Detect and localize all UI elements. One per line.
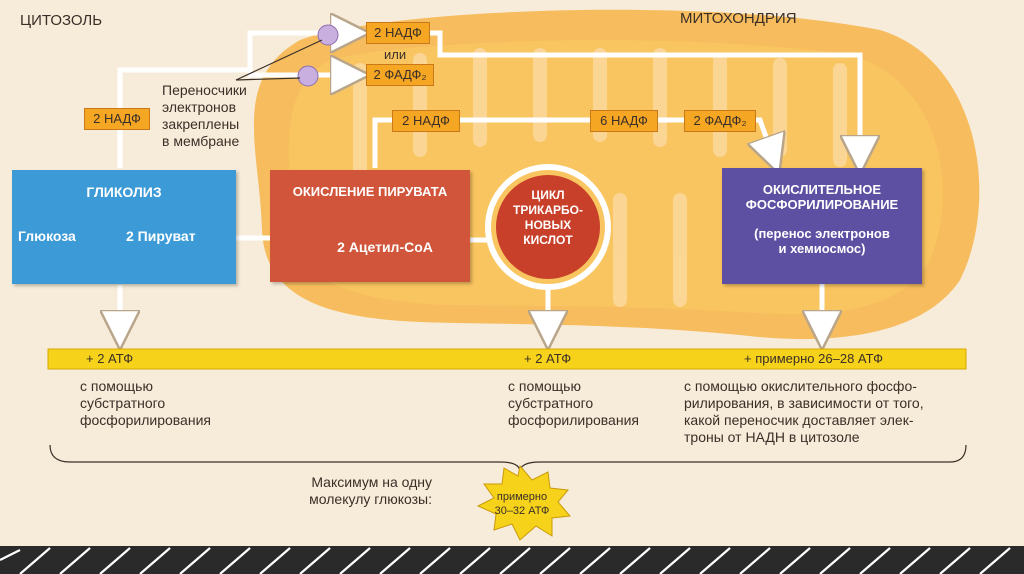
carrier-fadh-mid: 2 ФАДФ₂ <box>684 110 756 132</box>
carrier-nadh-left: 2 НАДФ <box>84 108 150 130</box>
atp-right: + примерно 26–28 АТФ <box>744 351 883 366</box>
summary-line: молекулу глюкозы: <box>309 491 432 507</box>
krebs-cycle-circle <box>496 175 600 279</box>
note-line: троны от НАДН в цитозоле <box>684 429 860 445</box>
carrier-nadh-mid: 2 НАДФ <box>392 110 460 132</box>
carrier-circle-top <box>317 24 339 46</box>
oxphos-title-2: ФОСФОРИЛИРОВАНИЕ <box>745 197 899 212</box>
note-line: фосфорилирования <box>80 412 211 428</box>
atp-left: + 2 АТФ <box>86 351 134 366</box>
carriers-note-line: закреплены <box>162 116 240 132</box>
carrier-fadh-top: 2 ФАДФ₂ <box>366 64 434 86</box>
bottom-border <box>0 546 1024 574</box>
note-line: с помощью <box>508 378 581 394</box>
krebs-line: КИСЛОТ <box>523 233 573 247</box>
krebs-cycle-text: ЦИКЛ ТРИКАРБО- НОВЫХ КИСЛОТ <box>500 188 596 248</box>
oxphos-box: ОКИСЛИТЕЛЬНОЕ ФОСФОРИЛИРОВАНИЕ (перенос … <box>722 168 922 284</box>
atp-bar <box>47 348 967 370</box>
krebs-line: НОВЫХ <box>524 218 572 232</box>
krebs-line: ЦИКЛ <box>531 188 565 202</box>
atp-starburst <box>476 464 571 541</box>
glycolysis-title: ГЛИКОЛИЗ <box>86 184 162 200</box>
krebs-line: ТРИКАРБО- <box>513 203 583 217</box>
carriers-note-line: электронов <box>162 99 237 115</box>
carriers-note: Переносчики электронов закреплены в мемб… <box>162 82 247 150</box>
pyruvate-oxidation-title: ОКИСЛЕНИЕ ПИРУВАТА <box>292 184 448 199</box>
oxphos-sub-1: (перенос электронов <box>754 226 890 241</box>
note-line: субстратного <box>80 395 166 411</box>
note-line: рилирования, в зависимости от того, <box>684 395 924 411</box>
bottom-hatch <box>0 547 1011 574</box>
carrier-6nadh: 6 НАДФ <box>590 110 658 132</box>
note-right: с помощью окислительного фосфо- рилирова… <box>684 378 924 446</box>
acetyl-coa-label: 2 Ацетил-СоА <box>337 239 433 255</box>
carrier-pointer-lines <box>235 39 323 81</box>
summary-label: Максимум на одну молекулу глюкозы: <box>296 474 432 508</box>
note-middle: с помощью субстратного фосфорилирования <box>508 378 639 429</box>
mitochondria-label: МИТОХОНДРИЯ <box>680 10 797 27</box>
pyruvate-oxidation-box: ОКИСЛЕНИЕ ПИРУВАТА 2 Ацетил-СоА <box>270 170 470 282</box>
carrier-circle-bottom <box>297 65 319 87</box>
or-label: или <box>384 47 407 62</box>
carriers-note-line: Переносчики <box>162 82 247 98</box>
starburst-line: 30–32 АТФ <box>494 505 550 517</box>
starburst-line: примерно <box>496 491 548 503</box>
arrow-paths <box>120 33 860 340</box>
oxphos-title-1: ОКИСЛИТЕЛЬНОЕ <box>762 182 882 197</box>
note-line: фосфорилирования <box>508 412 639 428</box>
atp-middle: + 2 АТФ <box>524 351 572 366</box>
note-left: с помощью субстратного фосфорилирования <box>80 378 211 429</box>
note-line: субстратного <box>508 395 594 411</box>
starburst-text: примерно 30–32 АТФ <box>482 490 562 518</box>
krebs-ring <box>485 164 611 290</box>
glucose-label: Глюкоза <box>18 228 76 244</box>
summary-brace <box>49 444 967 473</box>
cytosol-label: ЦИТОЗОЛЬ <box>20 12 103 29</box>
carrier-nadh-top: 2 НАДФ <box>366 22 430 44</box>
note-line: с помощью <box>80 378 153 394</box>
summary-line: Максимум на одну <box>311 474 432 490</box>
note-line: с помощью окислительного фосфо- <box>684 378 917 394</box>
pyruvate-label: 2 Пируват <box>126 228 196 244</box>
glycolysis-box: ГЛИКОЛИЗ Глюкоза 2 Пируват <box>12 170 236 284</box>
carriers-note-line: в мембране <box>162 133 240 149</box>
oxphos-sub-2: и хемиосмос) <box>778 241 866 256</box>
note-line: какой переносчик доставляет элек- <box>684 412 914 428</box>
